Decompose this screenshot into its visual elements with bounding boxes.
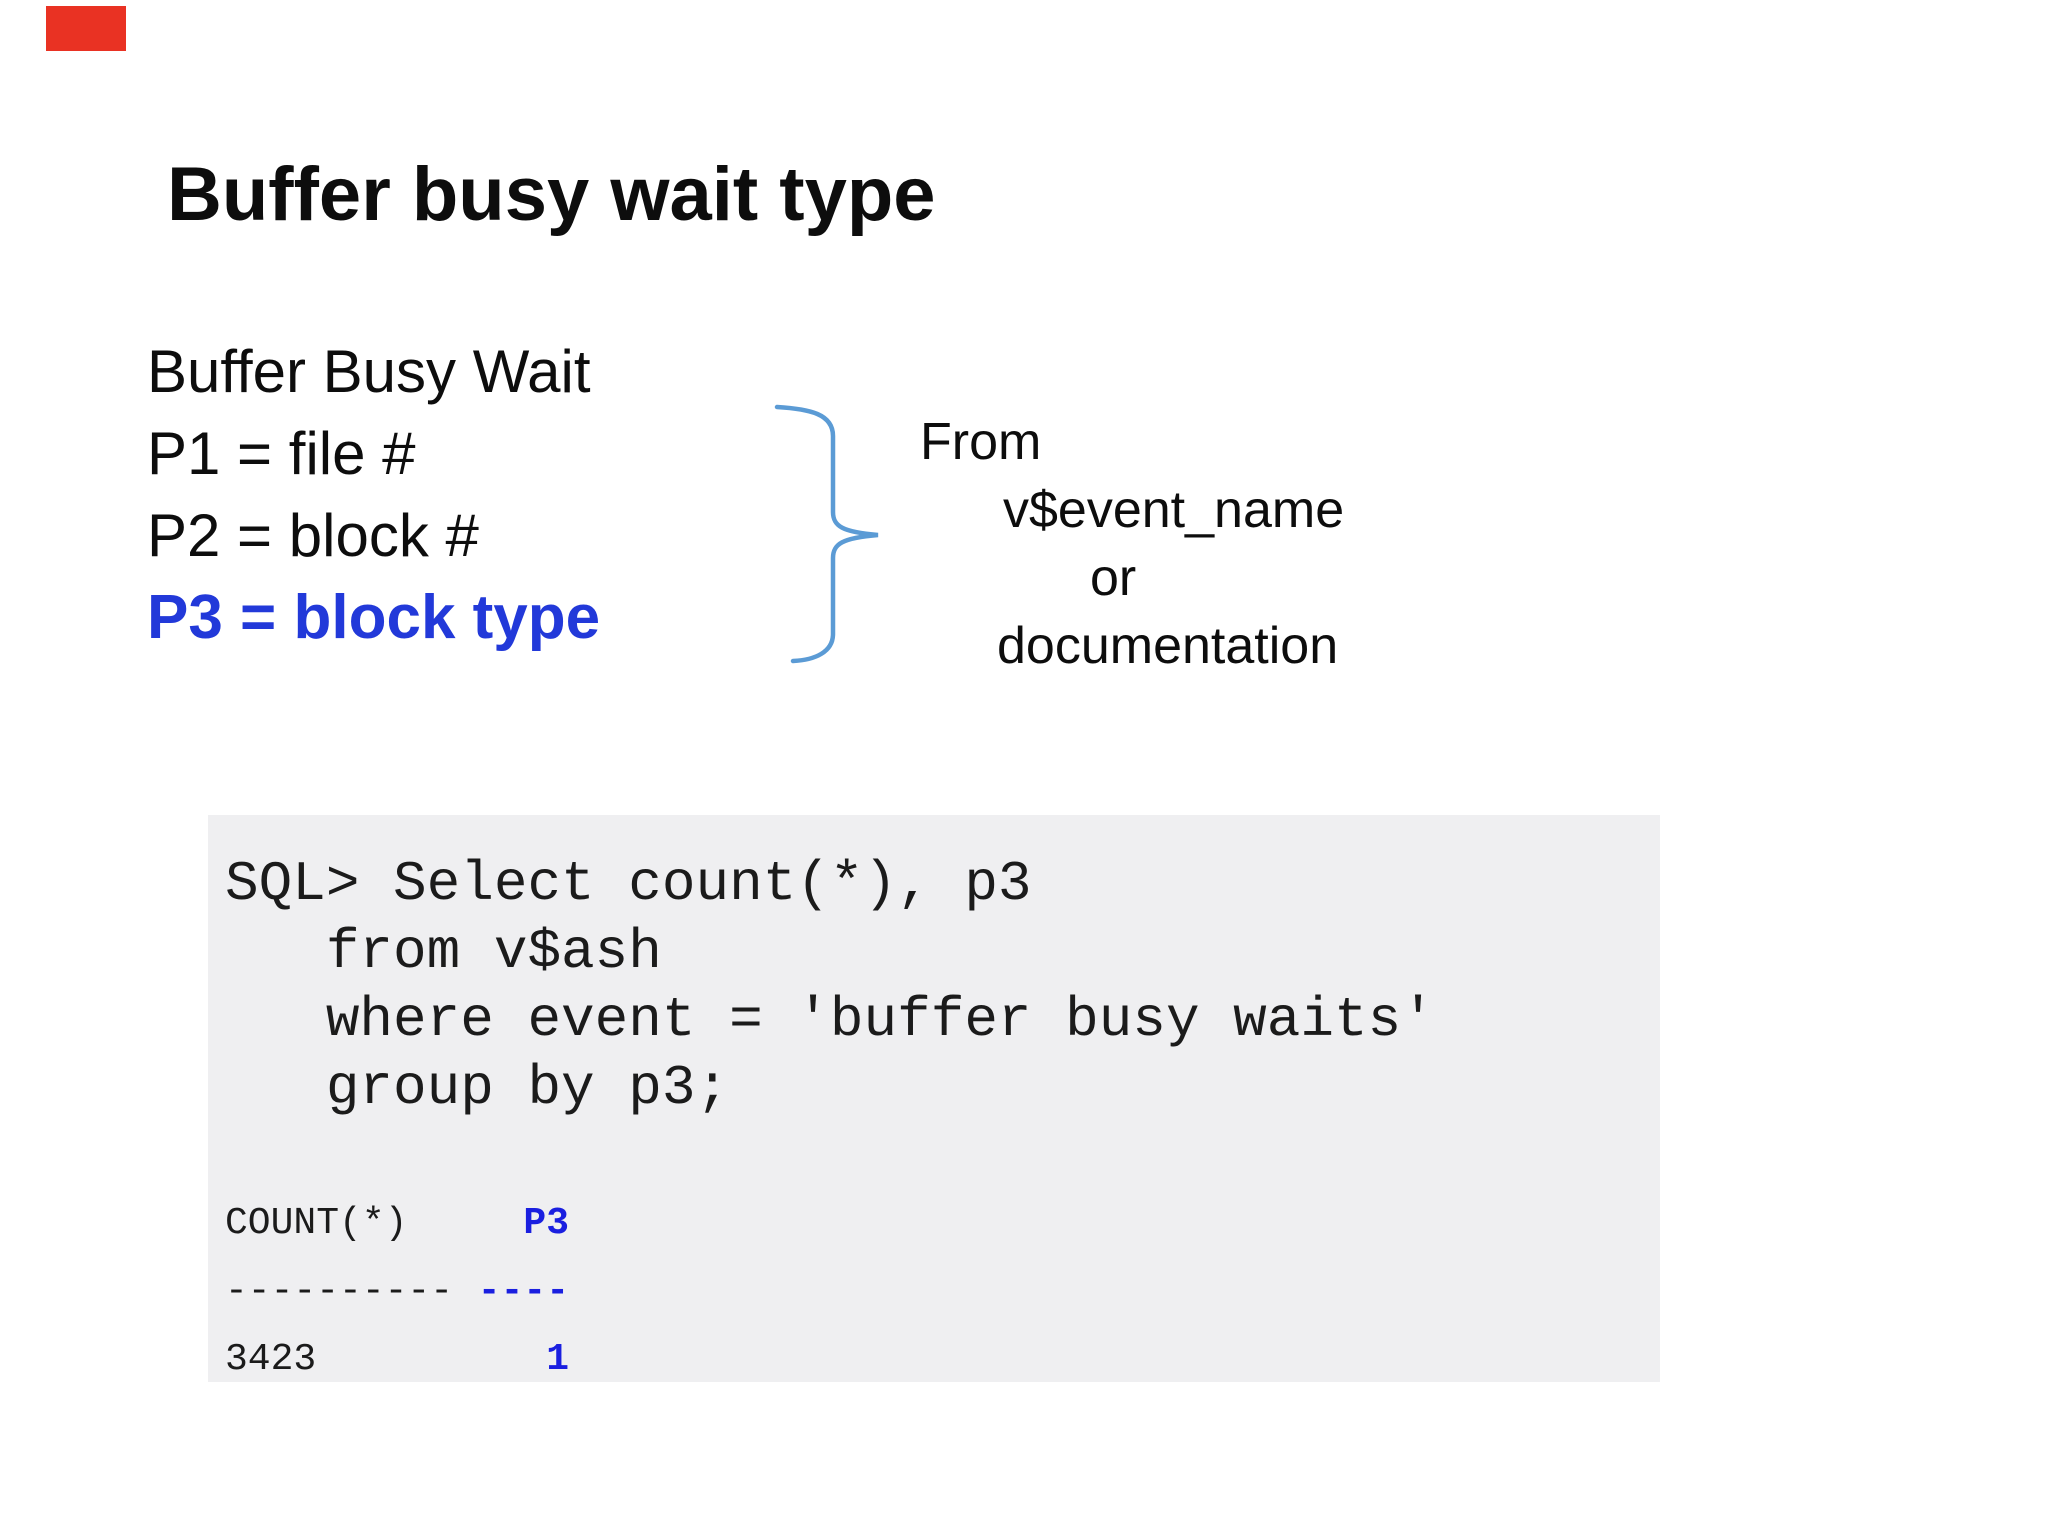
curly-brace-connector [774, 404, 879, 664]
source-annotation: From v$event_name or documentation [920, 408, 1344, 680]
annotation-line-or: or [1090, 549, 1137, 607]
annotation-line-view-name: v$event_name [1003, 481, 1345, 539]
annotation-line-from: From [920, 413, 1042, 471]
sql-result-count-column: COUNT(*) ---------- 3423 [225, 1202, 454, 1381]
param-line-p1: P1 = file # [147, 420, 416, 487]
sql-result-p3-column: P3 ---- 1 [477, 1202, 569, 1381]
wait-parameter-list: Buffer Busy Wait P1 = file # P2 = block … [147, 331, 600, 659]
param-line-p3-highlight: P3 = block type [147, 583, 601, 652]
red-corner-marker [46, 6, 126, 51]
curly-brace-path [774, 404, 879, 664]
param-line-event: Buffer Busy Wait [147, 338, 591, 405]
annotation-line-documentation: documentation [997, 617, 1339, 675]
page-title: Buffer busy wait type [167, 151, 936, 237]
param-line-p2: P2 = block # [147, 502, 479, 569]
sql-query-text: SQL> Select count(*), p3 from v$ash wher… [225, 852, 1435, 1120]
sql-terminal-panel: SQL> Select count(*), p3 from v$ash wher… [208, 815, 1660, 1382]
